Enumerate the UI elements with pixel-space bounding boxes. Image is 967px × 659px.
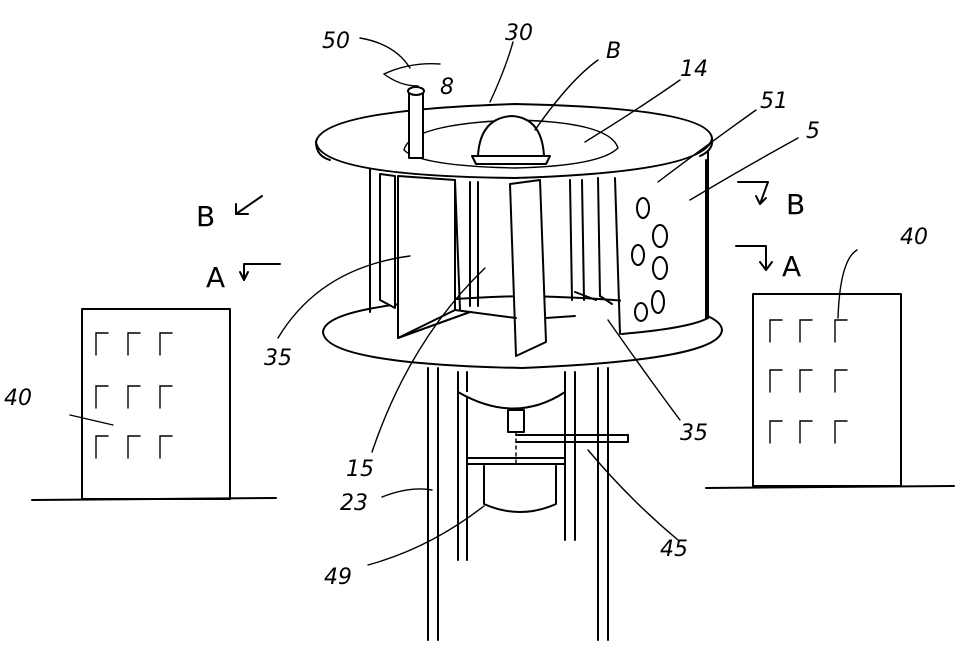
right-building-windows: [769, 319, 848, 444]
right-building: [705, 293, 955, 489]
label-5: 5: [806, 119, 820, 144]
section-a-left: A: [206, 261, 225, 294]
label-14: 14: [680, 57, 708, 82]
label-35-left: 35: [264, 346, 292, 371]
label-b-top: B: [606, 39, 621, 64]
section-b-right: B: [786, 188, 805, 221]
vanes: [379, 173, 613, 357]
dome-base: [471, 155, 551, 165]
left-building-windows: [95, 332, 173, 459]
arrow-a-left: [239, 263, 281, 281]
left-building-outline: [81, 308, 231, 500]
label-40-right: 40: [900, 225, 928, 250]
right-building-outline: [752, 293, 902, 487]
side-panel-edge: [614, 177, 621, 335]
generator-body: [483, 465, 557, 513]
dome: [477, 115, 545, 157]
label-35-right: 35: [680, 421, 708, 446]
section-arrows: [235, 181, 773, 281]
sensor-pole-top: [407, 86, 425, 96]
shaft-coupling: [507, 409, 525, 433]
label-49: 49: [324, 565, 352, 590]
label-51: 51: [760, 89, 788, 114]
sensor-pole: [408, 91, 424, 159]
top-opening: [403, 119, 619, 169]
label-30: 30: [505, 21, 533, 46]
label-8: 8: [440, 75, 454, 100]
side-openings: [631, 197, 668, 322]
leader-lines: [69, 37, 858, 566]
label-50: 50: [322, 29, 350, 54]
left-building: [31, 308, 277, 501]
section-b-left: B: [196, 200, 215, 233]
tower-legs: [427, 367, 609, 641]
vane-center: [509, 179, 547, 357]
label-15: 15: [346, 457, 374, 482]
label-45: 45: [660, 537, 688, 562]
arrow-b-left: [235, 195, 263, 215]
generator-assembly: [457, 391, 629, 513]
section-a-right: A: [782, 250, 801, 283]
generator-housing: [457, 391, 566, 410]
turbine-housing: [315, 86, 723, 369]
arrow-b-right: [737, 181, 769, 205]
label-23: 23: [340, 491, 368, 516]
label-40-left: 40: [4, 386, 32, 411]
arrow-a-right: [735, 245, 773, 271]
